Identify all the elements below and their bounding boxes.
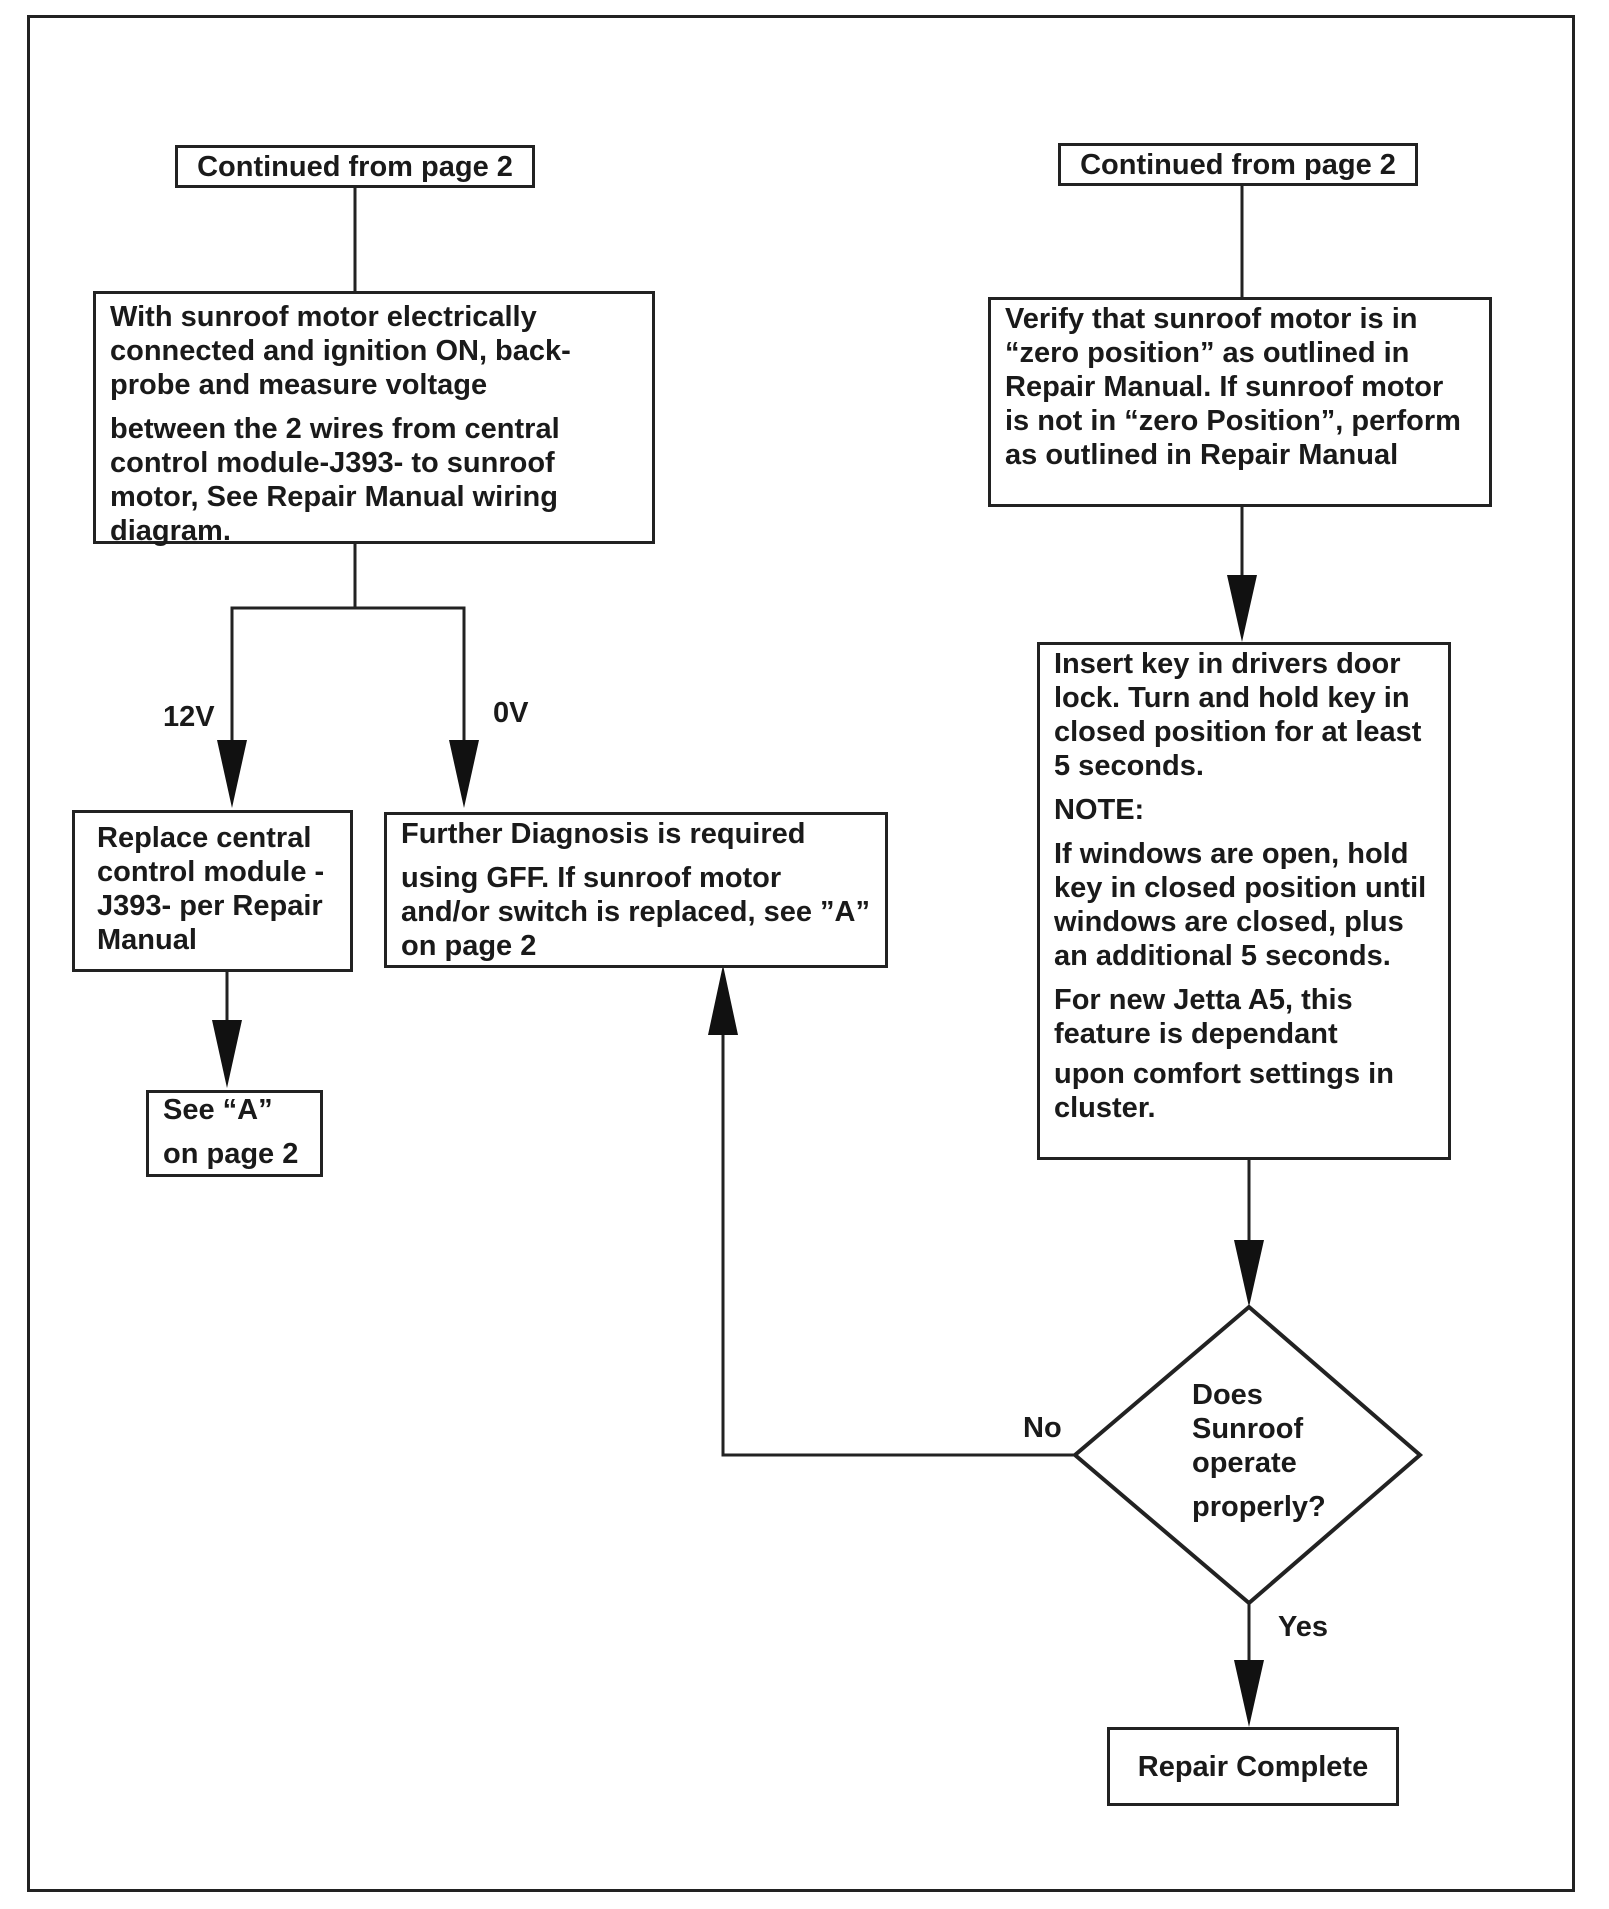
label-yes: Yes <box>1278 1611 1328 1643</box>
repair-complete-box: Repair Complete <box>1107 1727 1399 1806</box>
label-0v: 0V <box>493 697 529 729</box>
measure-voltage-text-2: between the 2 wires from central control… <box>110 413 560 547</box>
label-12v: 12V <box>163 701 215 733</box>
note-label: NOTE: <box>1054 794 1145 826</box>
continued-from-page-2-left: Continued from page 2 <box>175 145 535 188</box>
connector-measure-branch-0v <box>355 606 466 740</box>
see-a-text-2: on page 2 <box>163 1138 299 1170</box>
continued-right-label: Continued from page 2 <box>1080 148 1396 181</box>
connector-no-branch <box>721 1025 1075 1457</box>
further-diagnosis-text-2: using GFF. If sunroof motor and/or switc… <box>401 862 870 962</box>
insert-key-box: Insert key in drivers door lock. Turn an… <box>1037 642 1451 1160</box>
decision-line-3: operate <box>1192 1447 1297 1479</box>
decision-text: Does Sunroof operate properly? <box>1192 1378 1326 1524</box>
measure-voltage-text-1: With sunroof motor electrically connecte… <box>110 301 571 401</box>
continued-from-page-2-right: Continued from page 2 <box>1058 143 1418 186</box>
arrowhead-12v <box>217 740 247 808</box>
note-jetta-text: For new Jetta A5, this feature is depend… <box>1054 984 1353 1050</box>
verify-zero-position-box: Verify that sunroof motor is in “zero po… <box>988 297 1492 507</box>
replace-module-box: Replace central control module -J393- pe… <box>72 810 353 972</box>
verify-zero-position-text: Verify that sunroof motor is in “zero po… <box>1005 303 1461 471</box>
insert-key-text: Insert key in drivers door lock. Turn an… <box>1054 648 1422 782</box>
further-diagnosis-text-1: Further Diagnosis is required <box>401 818 806 850</box>
decision-line-1: Does <box>1192 1379 1263 1411</box>
decision-line-2: Sunroof <box>1192 1413 1304 1445</box>
decision-diamond <box>1071 1304 1424 1606</box>
arrowhead-insert <box>1227 575 1257 642</box>
repair-complete-label: Repair Complete <box>1137 1750 1369 1783</box>
label-no: No <box>1023 1412 1062 1444</box>
arrowhead-see-a <box>212 1020 242 1088</box>
decision-line-4: properly? <box>1192 1491 1326 1523</box>
arrowhead-further <box>708 965 738 1035</box>
see-a-text-1: See “A” <box>163 1094 273 1126</box>
note-comfort-text: upon comfort settings in cluster. <box>1054 1058 1394 1124</box>
arrowhead-decision <box>1234 1240 1264 1307</box>
continued-left-label: Continued from page 2 <box>197 150 513 183</box>
replace-module-text: Replace central control module -J393- pe… <box>97 822 325 956</box>
diagram-frame <box>27 15 1575 1892</box>
further-diagnosis-box: Further Diagnosis is required using GFF.… <box>384 812 888 968</box>
see-a-box: See “A” on page 2 <box>146 1090 323 1177</box>
measure-voltage-box: With sunroof motor electrically connecte… <box>93 291 655 547</box>
connector-measure-branch <box>230 517 357 740</box>
arrowhead-complete <box>1234 1660 1264 1727</box>
note-windows-text: If windows are open, hold key in closed … <box>1054 838 1427 972</box>
arrowhead-0v <box>449 740 479 808</box>
